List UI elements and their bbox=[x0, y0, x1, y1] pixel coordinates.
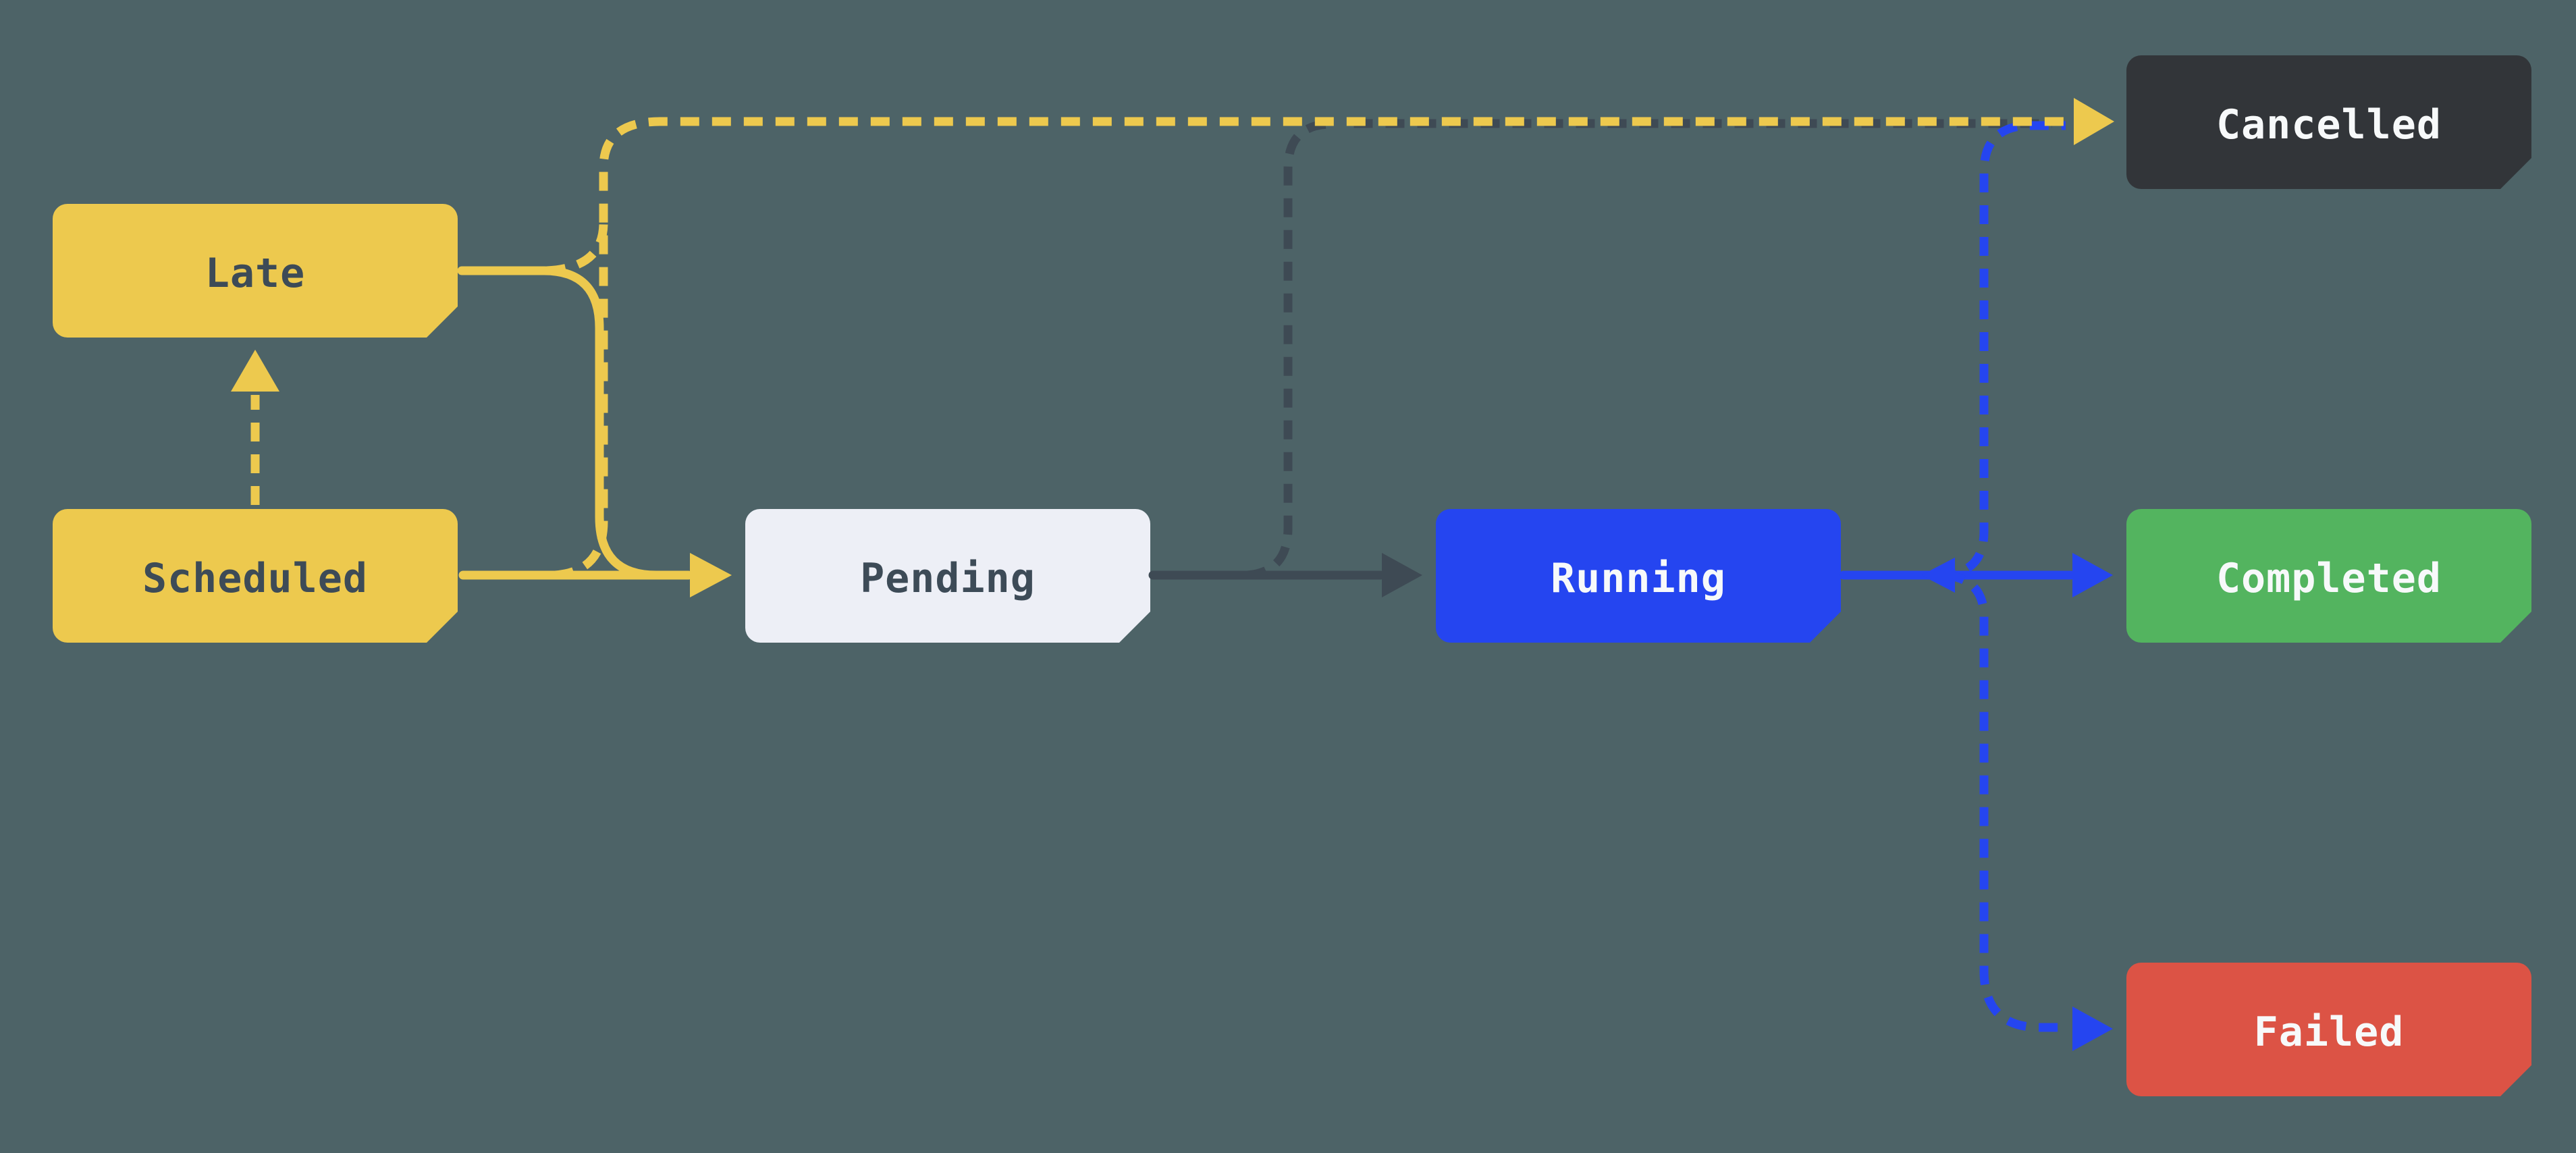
node-label-cancelled: Cancelled bbox=[2216, 101, 2442, 149]
node-shape-running bbox=[1436, 509, 1841, 643]
arrowhead-into-late bbox=[231, 350, 279, 392]
node-label-completed: Completed bbox=[2216, 555, 2442, 602]
node-label-failed: Failed bbox=[2254, 1009, 2405, 1056]
node-shape-scheduled bbox=[53, 509, 458, 643]
edge-pending-to-cancelled-rise bbox=[1247, 119, 1332, 580]
arrowhead-into-pending bbox=[690, 553, 732, 597]
node-label-pending: Pending bbox=[860, 555, 1036, 602]
arrowhead-junction-back bbox=[1921, 558, 1955, 593]
edge-running-to-failed bbox=[1945, 570, 2060, 1032]
arrowhead-into-cancelled bbox=[2074, 98, 2114, 145]
arrowhead-into-failed bbox=[2072, 1007, 2113, 1051]
edge-running-to-cancelled bbox=[1945, 121, 2066, 580]
node-label-scheduled: Scheduled bbox=[142, 555, 368, 602]
node-cancelled: Cancelled bbox=[2126, 55, 2531, 189]
node-shape-cancelled bbox=[2126, 55, 2531, 189]
node-shape-failed bbox=[2126, 963, 2531, 1096]
node-shape-late bbox=[53, 204, 458, 338]
node-late: Late bbox=[53, 204, 458, 338]
node-failed: Failed bbox=[2126, 963, 2531, 1096]
node-shape-pending bbox=[745, 509, 1150, 643]
node-scheduled: Scheduled bbox=[53, 509, 458, 643]
node-running: Running bbox=[1436, 509, 1841, 643]
edge-trunk-to-cancelled bbox=[554, 117, 2072, 580]
node-label-late: Late bbox=[205, 250, 306, 297]
arrowhead-into-completed bbox=[2072, 553, 2113, 597]
arrowhead-into-running bbox=[1382, 553, 1422, 597]
node-label-running: Running bbox=[1551, 555, 1726, 602]
node-pending: Pending bbox=[745, 509, 1150, 643]
edge-late-branch-to-cancelled bbox=[546, 222, 608, 275]
node-completed: Completed bbox=[2126, 509, 2531, 643]
node-shape-completed bbox=[2126, 509, 2531, 643]
